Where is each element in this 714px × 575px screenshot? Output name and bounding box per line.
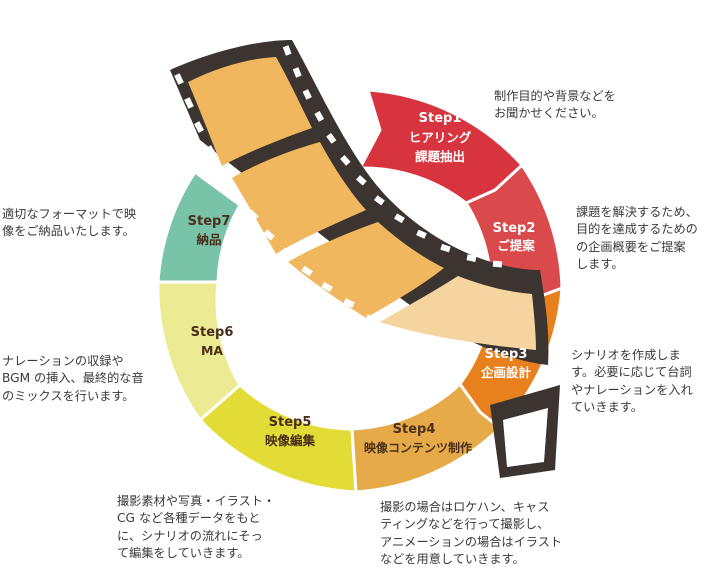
step5-title: 映像編集: [265, 433, 316, 448]
step5-label: Step5: [269, 415, 312, 430]
step7-segment: [156, 170, 242, 284]
film-sprockets-right: [282, 45, 503, 268]
step6-title: MA: [201, 343, 223, 358]
step6-label: Step6: [191, 325, 234, 340]
step5-description: 撮影素材や写真・イラスト・ CG など各種データをもと に、シナリオの流れにそっ…: [117, 494, 276, 561]
film-cell: [232, 142, 366, 254]
step7-title: 納品: [196, 232, 221, 247]
step1-title: ヒアリング: [409, 130, 472, 145]
film-cells: [188, 57, 536, 350]
step2-label: Step2: [493, 221, 536, 236]
step2-description: 課題を解決するため、 目的を達成するための の企画概要をご提案 します。: [576, 205, 698, 272]
film-cell: [288, 222, 444, 318]
film-cell: [380, 276, 536, 350]
film-cell: [188, 57, 312, 166]
film-strip: [170, 40, 560, 478]
step1-segment: [358, 88, 524, 205]
step3-description: シナリオを作成しま す。必要に応じて台詞 やナレーションを入れ ていきます。: [571, 348, 693, 415]
step2-title: ご提案: [497, 238, 535, 253]
step1-label: Step1: [419, 111, 462, 126]
step4-description: 撮影の場合はロケハン、キャス ティングなどを行って撮影し、 アニメーションの場合…: [380, 500, 563, 567]
step4-label: Step4: [393, 422, 436, 437]
step6-segment: [156, 280, 242, 422]
film-tail-cell: [503, 408, 548, 467]
step7-description: 適切なフォーマットで映 像をご納品いたします。: [2, 207, 137, 239]
step7-label: Step7: [188, 214, 231, 229]
step1-description: 制作目的や背景などを お聞かせください。: [494, 89, 616, 121]
step3-title: 企画設計: [480, 365, 532, 380]
step-labels: Step1 ヒアリング 課題抽出 Step2 ご提案 Step3 企画設計 St…: [188, 111, 536, 455]
step6-description: ナレーションの収録や BGM の挿入、最終的な音 のミックスを行います。: [2, 354, 144, 403]
step1-title: 課題抽出: [415, 149, 465, 164]
step4-title: 映像コンテンツ制作: [364, 440, 472, 455]
film-sprockets-left: [174, 73, 377, 324]
step3-label: Step3: [485, 347, 528, 362]
